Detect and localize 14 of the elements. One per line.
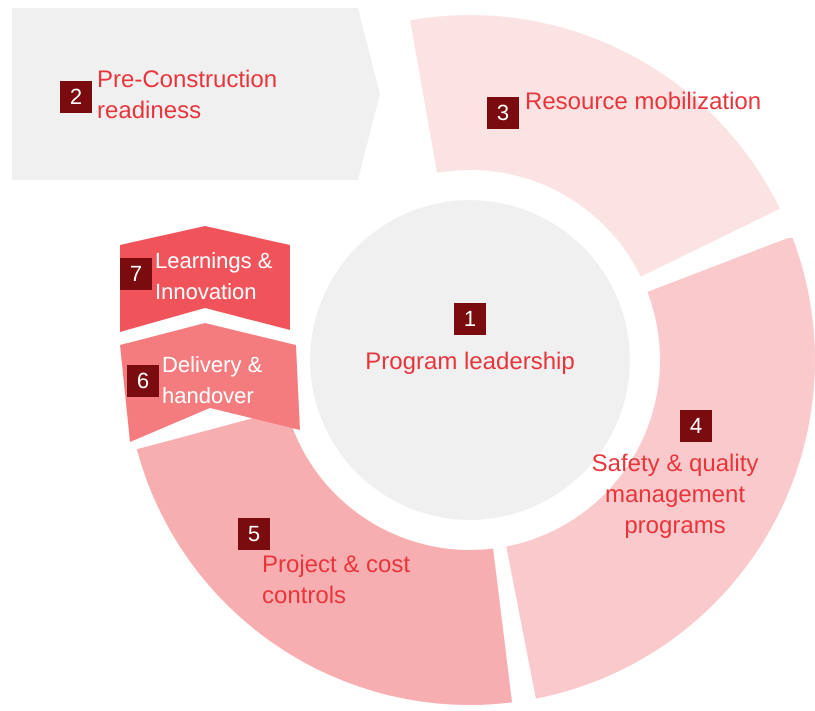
step-label: Safety & quality management programs	[590, 449, 760, 541]
step-label: Project & cost controls	[262, 550, 412, 611]
step-label: Delivery & handover	[162, 351, 264, 410]
step-label: Pre-Construction readiness	[97, 65, 278, 126]
step-label: Program leadership	[364, 347, 576, 377]
step-number: 7	[120, 258, 152, 290]
step-number: 6	[127, 365, 159, 397]
step-number: 5	[238, 518, 270, 550]
step-number: 1	[454, 303, 486, 335]
step-number: 3	[487, 97, 519, 129]
step-number: 4	[680, 410, 712, 442]
step-label: Learnings & Innovation	[155, 247, 274, 306]
step-number: 2	[60, 81, 92, 113]
step-label: Resource mobilization	[525, 87, 762, 117]
